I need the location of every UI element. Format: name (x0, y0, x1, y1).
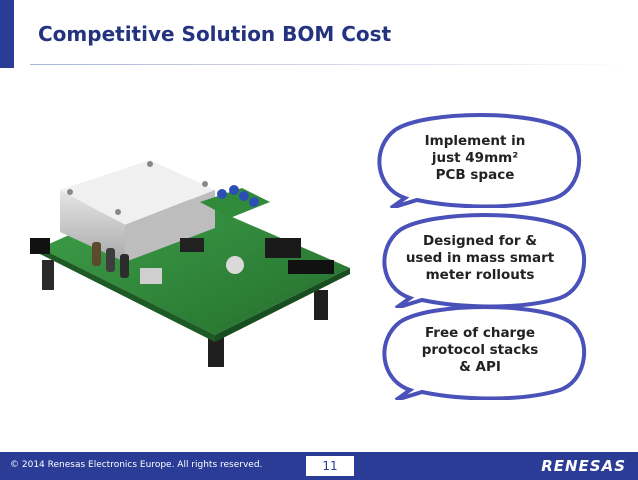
title-accent-bar (0, 0, 14, 68)
standoff-left (42, 260, 54, 290)
title-divider (30, 64, 638, 65)
ic-chip (265, 238, 301, 258)
standoff-front (208, 335, 224, 367)
standoff-right (314, 290, 328, 320)
slide-title: Competitive Solution BOM Cost (38, 22, 392, 46)
callout-text: Free of charge protocol stacks & API (421, 324, 539, 375)
page-number: 11 (306, 456, 354, 476)
evaluation-board-image (30, 160, 350, 367)
callout-text: Designed for & used in mass smart meter … (405, 232, 555, 283)
callout-bubble-mass-rollouts: Designed for & used in mass smart meter … (370, 208, 590, 308)
usb-connector (140, 268, 162, 284)
renesas-logo: RENESAS (541, 457, 626, 475)
callout-text: Implement in just 49mm² PCB space (424, 132, 526, 183)
callout-bubble-protocol-stacks: Free of charge protocol stacks & API (370, 300, 590, 400)
callout-bubble-pcb-space: Implement in just 49mm² PCB space (365, 108, 585, 208)
copyright-text: © 2014 Renesas Electronics Europe. All r… (10, 460, 263, 470)
metal-enclosure (60, 160, 215, 225)
